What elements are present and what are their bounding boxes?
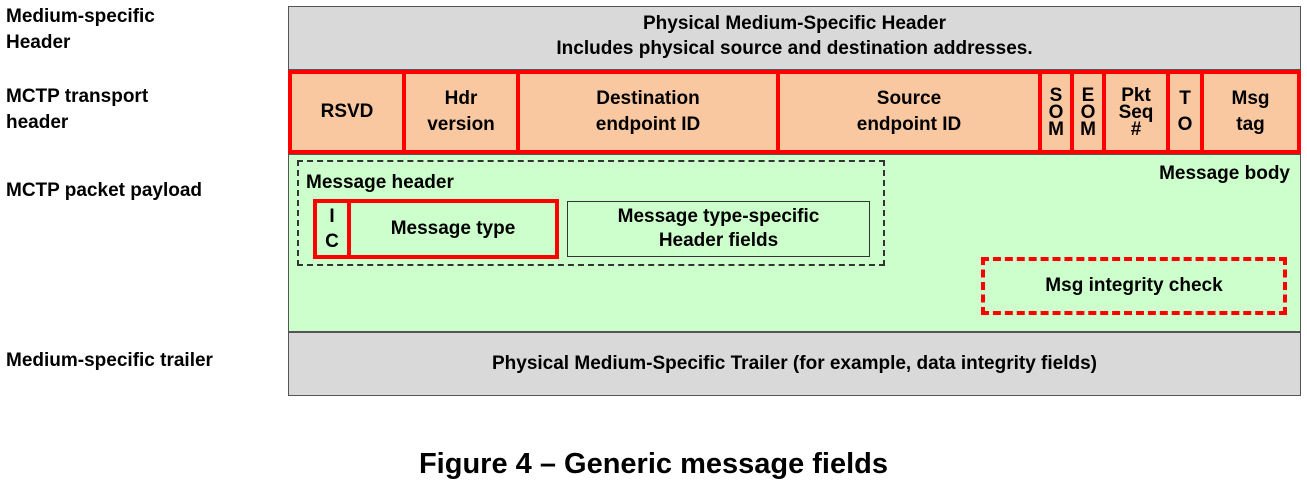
- field-source-endpoint-id: Source endpoint ID: [776, 70, 1042, 154]
- mctp-packet-payload-label: MCTP packet payload: [6, 180, 203, 201]
- message-header-label: Message header: [306, 172, 454, 193]
- transport-header-row: RSVD Hdr version Destination endpoint ID…: [288, 70, 1301, 154]
- mctp-transport-header-label: MCTP transport header: [6, 86, 149, 133]
- field-eom: E O M: [1070, 70, 1106, 154]
- physical-medium-header-block: Physical Medium-Specific Header Includes…: [288, 6, 1301, 70]
- message-body-label: Message body: [1159, 163, 1290, 184]
- type-specific-header-fields: Message type-specific Header fields: [567, 201, 870, 257]
- field-msg-tag: Msg tag: [1200, 70, 1301, 154]
- field-pkt-seq: Pkt Seq #: [1102, 70, 1170, 154]
- packet-payload-block: Message body Message header I C Message …: [288, 154, 1301, 332]
- field-hdr-version: Hdr version: [402, 70, 520, 154]
- medium-specific-header-label: Medium-specific Header: [6, 6, 155, 53]
- message-header-box: Message header I C Message type Message …: [297, 160, 885, 266]
- message-type-field: Message type: [347, 199, 559, 259]
- physical-header-title: Physical Medium-Specific Header: [642, 13, 947, 34]
- field-som: S O M: [1038, 70, 1074, 154]
- physical-header-description: Includes physical source and destination…: [556, 38, 1033, 59]
- figure-caption: Figure 4 – Generic message fields: [418, 448, 889, 480]
- medium-specific-trailer-label: Medium-specific trailer: [6, 350, 213, 371]
- field-to: T O: [1166, 70, 1204, 154]
- ic-field: I C: [313, 199, 351, 259]
- field-destination-endpoint-id: Destination endpoint ID: [516, 70, 780, 154]
- msg-integrity-check-field: Msg integrity check: [981, 257, 1287, 315]
- physical-medium-trailer-block: Physical Medium-Specific Trailer (for ex…: [288, 332, 1301, 396]
- field-rsvd: RSVD: [288, 70, 406, 154]
